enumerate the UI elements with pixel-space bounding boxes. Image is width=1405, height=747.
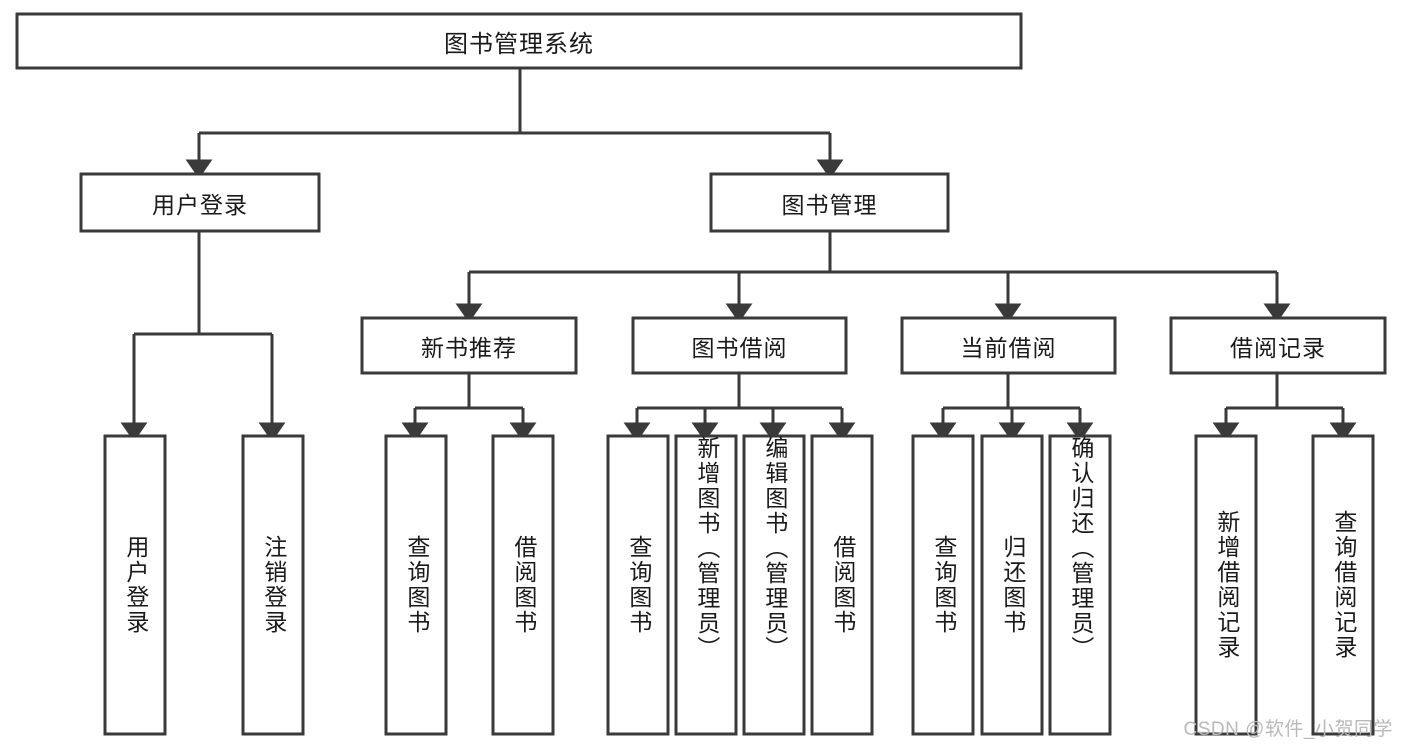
csdn-watermark: CSDN @软件_小贺同学 (1183, 719, 1393, 740)
leaf-box-current-borrow-1[interactable] (980, 434, 1044, 736)
node-root-box[interactable] (15, 12, 1023, 70)
node-current-borrow-box[interactable] (900, 316, 1117, 375)
leaf-box-current-borrow-2[interactable] (1048, 434, 1112, 736)
node-book-manage-box[interactable] (709, 172, 950, 233)
node-user-login-box[interactable] (79, 172, 321, 233)
leaf-box-borrow-record-1[interactable] (1311, 434, 1375, 736)
leaf-box-user-login-1[interactable] (241, 434, 305, 736)
leaf-box-borrow-record-0[interactable] (1194, 434, 1258, 736)
leaf-box-book-borrow-1[interactable] (674, 434, 738, 736)
leaf-box-new-book-0[interactable] (384, 434, 448, 736)
node-new-book-recommend-box[interactable] (360, 316, 578, 375)
leaf-box-book-borrow-2[interactable] (742, 434, 806, 736)
leaf-box-book-borrow-3[interactable] (810, 434, 874, 736)
leaf-box-book-borrow-0[interactable] (606, 434, 670, 736)
leaf-box-user-login-0[interactable] (103, 434, 167, 736)
leaf-box-current-borrow-0[interactable] (911, 434, 975, 736)
node-borrow-record-box[interactable] (1169, 316, 1387, 375)
node-book-borrow-box[interactable] (631, 316, 848, 375)
leaf-box-new-book-1[interactable] (491, 434, 555, 736)
